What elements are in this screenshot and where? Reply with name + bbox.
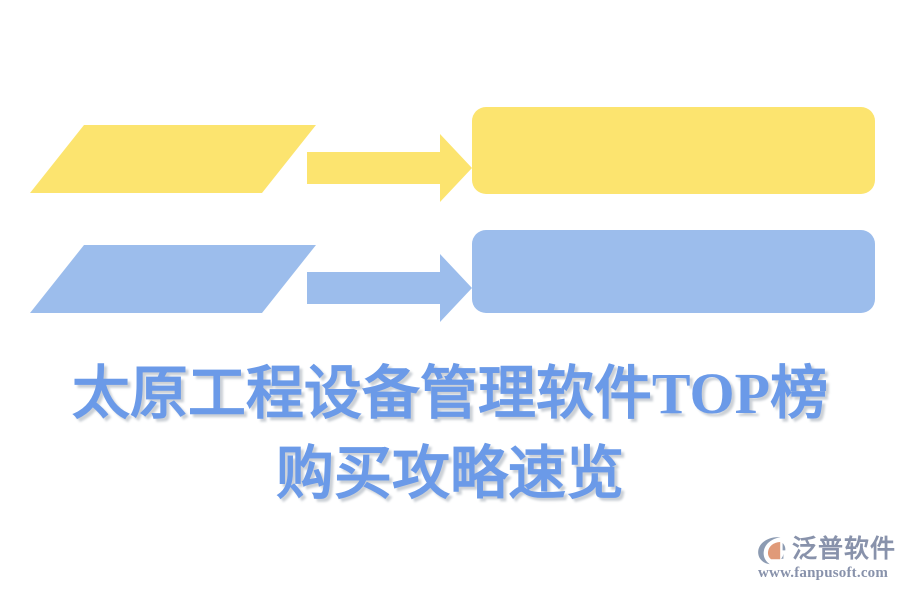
rounded-box-yellow[interactable]: [472, 107, 875, 194]
brand-website[interactable]: www.fanpusoft.com: [758, 565, 889, 581]
parallelogram-shape-blue[interactable]: [30, 245, 316, 313]
fanpu-c-arc-logo-icon: [758, 537, 786, 565]
poster-title: 太原工程设备管理软件TOP榜 购买攻略速览: [0, 365, 900, 503]
rounded-box-blue[interactable]: [472, 230, 875, 313]
title-line-2: 购买攻略速览: [275, 441, 624, 506]
brand-logo-row: 泛普软件: [756, 532, 896, 568]
parallelogram-shape-yellow[interactable]: [30, 125, 316, 193]
brand-logo[interactable]: 泛普软件 www.fanpusoft.com: [756, 532, 895, 590]
arrow-right-blue[interactable]: [307, 254, 472, 322]
title-line-1: 太原工程设备管理软件TOP榜: [71, 361, 829, 426]
brand-name: 泛普软件: [792, 536, 897, 563]
arrow-right-yellow[interactable]: [307, 134, 472, 202]
flow-row-blue: [30, 230, 875, 322]
flow-row-yellow: [30, 107, 875, 202]
